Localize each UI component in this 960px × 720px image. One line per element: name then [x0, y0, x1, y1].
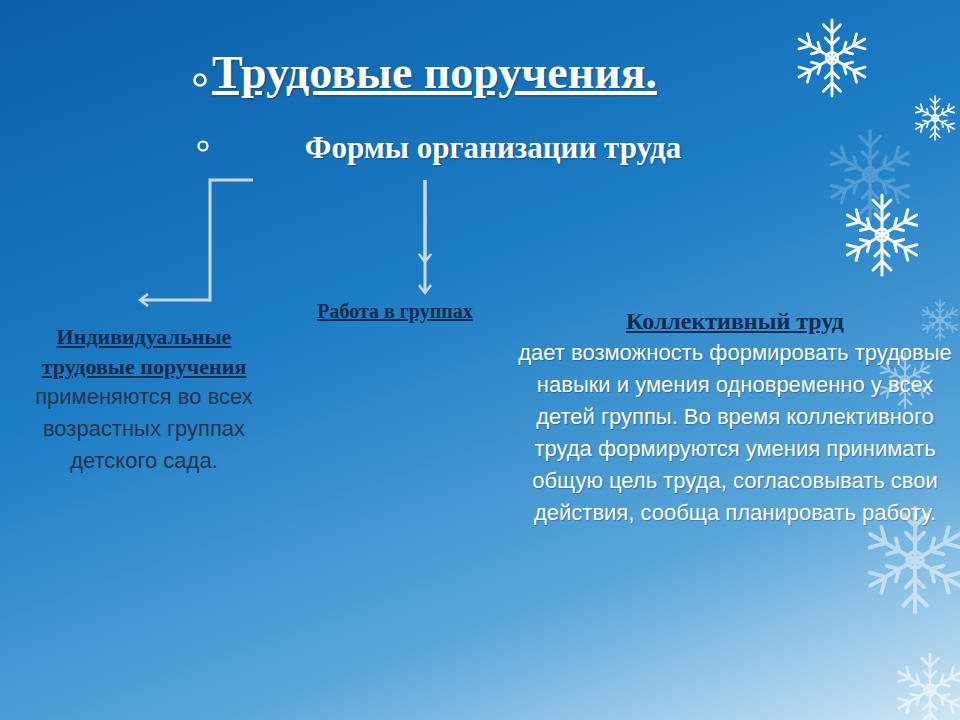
- bullet: [195, 75, 206, 86]
- snowflake: [843, 195, 921, 275]
- bullet: [199, 142, 208, 151]
- node-heading: Индивидуальные трудовые поручения: [12, 322, 276, 381]
- snowflake: [827, 131, 913, 219]
- form-node: Индивидуальные трудовые порученияприменя…: [12, 300, 276, 477]
- snowflake: [795, 20, 869, 96]
- snowflake: [895, 654, 960, 720]
- node-body: применяются во всех возрастных группах д…: [12, 381, 276, 477]
- subtitle-node: Формы организации труда: [228, 128, 758, 174]
- snowflake: [913, 96, 956, 140]
- node-heading: Коллективный труд: [515, 305, 955, 337]
- node-heading: Работа в группах: [305, 298, 485, 325]
- arrow-connector: [424, 180, 427, 293]
- form-node: Коллективный труддает возможность формир…: [515, 293, 955, 529]
- form-node: Работа в группах: [305, 262, 485, 325]
- node-heading: Формы организации труда: [228, 130, 758, 166]
- arrow-connector: [140, 180, 253, 300]
- node-body: дает возможность формировать трудовые на…: [515, 337, 955, 528]
- title: Трудовые поручения.: [212, 46, 657, 99]
- snowflake: [920, 300, 959, 340]
